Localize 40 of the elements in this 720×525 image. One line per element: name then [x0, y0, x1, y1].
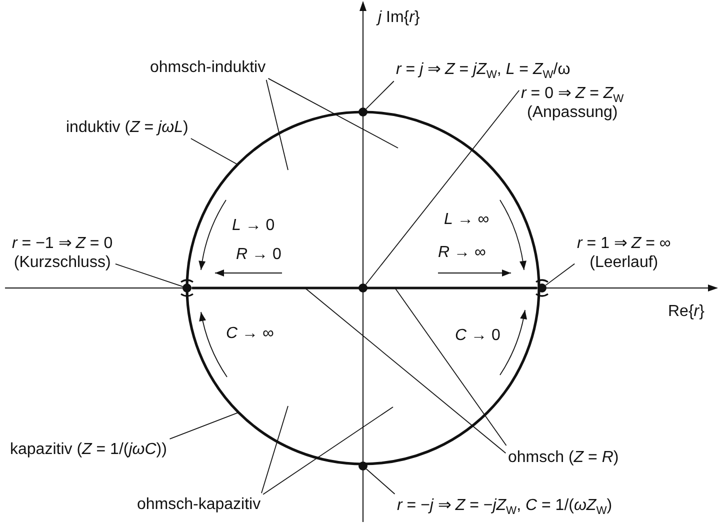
callout-label: r = 0 ⇒ Z = Z$_{W}$ [521, 84, 624, 103]
leader-line [366, 80, 394, 110]
leader-line [115, 264, 184, 288]
leader-line [261, 406, 288, 494]
axis-label: Re{r} [668, 302, 704, 321]
callout-label: (Kurzschluss) [12, 253, 112, 272]
point-marker [536, 279, 548, 297]
leader-line [366, 468, 396, 494]
leader-line [394, 288, 507, 446]
callout-label: ohmsch-induktiv [150, 58, 266, 77]
leader-line [190, 138, 238, 165]
leader-line [266, 79, 288, 170]
point-marker [358, 284, 368, 292]
callout-label: r = 1 ⇒ Z = ∞ [577, 234, 671, 253]
callout-label: ohmsch (Z = R) [508, 448, 619, 467]
limit-label: C → ∞ [226, 324, 274, 343]
point-marker [180, 279, 194, 297]
leader-line [268, 78, 398, 148]
callout-label: (Leerlauf) [588, 253, 660, 272]
limit-label: L → 0 [232, 216, 275, 235]
callout-label: (Anpassung) [526, 103, 619, 122]
point-marker [358, 108, 368, 116]
callout-label: ohmsch-kapazitiv [137, 495, 261, 514]
point-marker [358, 462, 368, 470]
real-axis-segment [192, 286, 537, 290]
callout-label: kapazitiv (Z = 1/(jωC)) [10, 440, 167, 459]
axis-label: j Im{r} [378, 8, 420, 27]
leader-line [262, 406, 394, 495]
limit-label: C → 0 [455, 326, 500, 345]
leader-line [545, 263, 576, 286]
leader-line [169, 412, 239, 440]
limit-label: R → 0 [236, 245, 282, 264]
limit-label: R → ∞ [438, 243, 486, 262]
callout-label: r = −1 ⇒ Z = 0 [12, 234, 113, 253]
leader-line [304, 288, 506, 454]
leader-line [365, 90, 520, 285]
limit-label: L → ∞ [444, 210, 490, 229]
callout-label: r = j ⇒ Z = jZ$_{W}$, L = Z$_{W}$/ω [396, 60, 570, 79]
callout-label: r = −j ⇒ Z = −jZ$_{W}$, C = 1/(ωZ$_{W}$) [397, 496, 612, 515]
callout-label: induktiv (Z = jωL) [66, 118, 188, 137]
